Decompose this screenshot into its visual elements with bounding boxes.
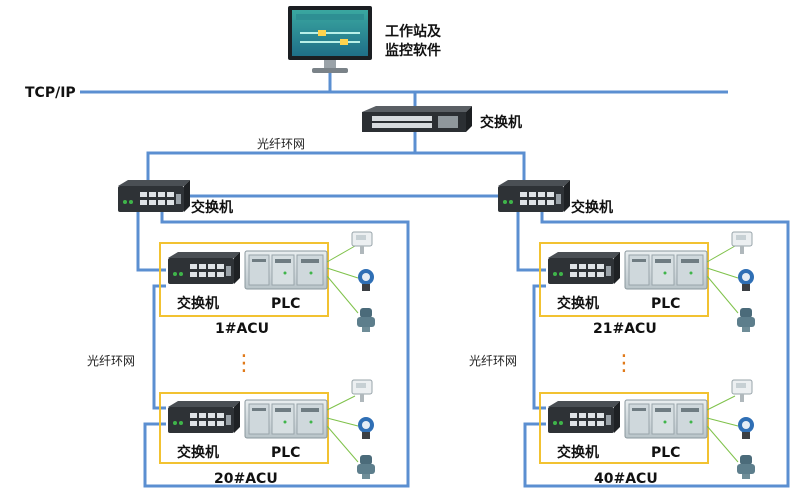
acu-40-humidity-sensor-icon	[731, 379, 753, 403]
top-ring-upper-line	[146, 151, 526, 183]
acu-40-plc-label: PLC	[651, 445, 680, 461]
right-group-switch-icon	[498, 180, 570, 212]
acu-40-sensor-links	[706, 395, 739, 463]
right-ring-label: 光纤环网	[469, 354, 517, 368]
acu-40-box	[539, 392, 709, 464]
acu-40-switch-label: 交换机	[557, 444, 599, 461]
acu-21-switch-icon	[548, 252, 620, 284]
acu-1-plc-label: PLC	[271, 296, 300, 312]
workstation-monitor-icon	[288, 6, 372, 73]
left-group-switch-label: 交换机	[191, 199, 233, 216]
acu-1-sensor-links	[326, 245, 359, 314]
acu-21-sensor-links	[706, 245, 739, 314]
acu-21-switch-label: 交换机	[557, 295, 599, 312]
acu-21-level-sensor-icon	[737, 308, 755, 332]
acu-40-name: 40#ACU	[594, 471, 658, 487]
acu-21-name: 21#ACU	[593, 321, 657, 337]
acu-40-gas-detector-icon	[738, 417, 754, 439]
left-ellipsis: ⋮	[233, 351, 255, 376]
acu-20-switch-icon	[168, 401, 240, 433]
acu-20-plc-icon	[244, 399, 328, 439]
acu-20-name: 20#ACU	[214, 471, 278, 487]
acu-20-level-sensor-icon	[357, 455, 375, 479]
acu-20-gas-detector-icon	[358, 417, 374, 439]
left-ring-link-top	[136, 212, 166, 272]
acu-20-humidity-sensor-icon	[351, 379, 373, 403]
acu-20-plc-label: PLC	[271, 445, 300, 461]
acu-1-gas-detector-icon	[358, 269, 374, 291]
core-switch-icon	[362, 106, 472, 132]
acu-1-plc-icon	[244, 250, 328, 290]
acu-1-switch-icon	[168, 252, 240, 284]
acu-20-box	[159, 392, 329, 464]
acu-20-sensor-links	[326, 395, 359, 463]
left-ring-label: 光纤环网	[87, 354, 135, 368]
acu-1-level-sensor-icon	[357, 308, 375, 332]
acu-21-humidity-sensor-icon	[731, 231, 753, 255]
workstation-label-line2: 监控软件	[385, 42, 441, 59]
acu-1-name: 1#ACU	[215, 321, 269, 337]
acu-40-switch-icon	[548, 401, 620, 433]
acu-21-plc-label: PLC	[651, 296, 680, 312]
acu-40-plc-icon	[624, 399, 708, 439]
right-group-switch-label: 交换机	[571, 199, 613, 216]
right-ring-link-top	[516, 212, 546, 272]
tcpip-label: TCP/IP	[25, 85, 76, 101]
acu-20-switch-label: 交换机	[177, 444, 219, 461]
acu-1-box	[159, 242, 329, 317]
workstation-label-line1: 工作站及	[385, 23, 442, 40]
acu-21-gas-detector-icon	[738, 269, 754, 291]
acu-1-humidity-sensor-icon	[351, 231, 373, 255]
acu-1-switch-label: 交换机	[177, 295, 219, 312]
core-switch-label: 交换机	[480, 114, 522, 131]
acu-40-level-sensor-icon	[737, 455, 755, 479]
right-ellipsis: ⋮	[613, 351, 635, 376]
acu-21-plc-icon	[624, 250, 708, 290]
left-group-switch-icon	[118, 180, 190, 212]
left-ring-loop	[143, 212, 410, 488]
right-ring-loop	[523, 212, 790, 488]
top-ring-label: 光纤环网	[257, 137, 305, 151]
acu-21-box	[539, 242, 709, 317]
